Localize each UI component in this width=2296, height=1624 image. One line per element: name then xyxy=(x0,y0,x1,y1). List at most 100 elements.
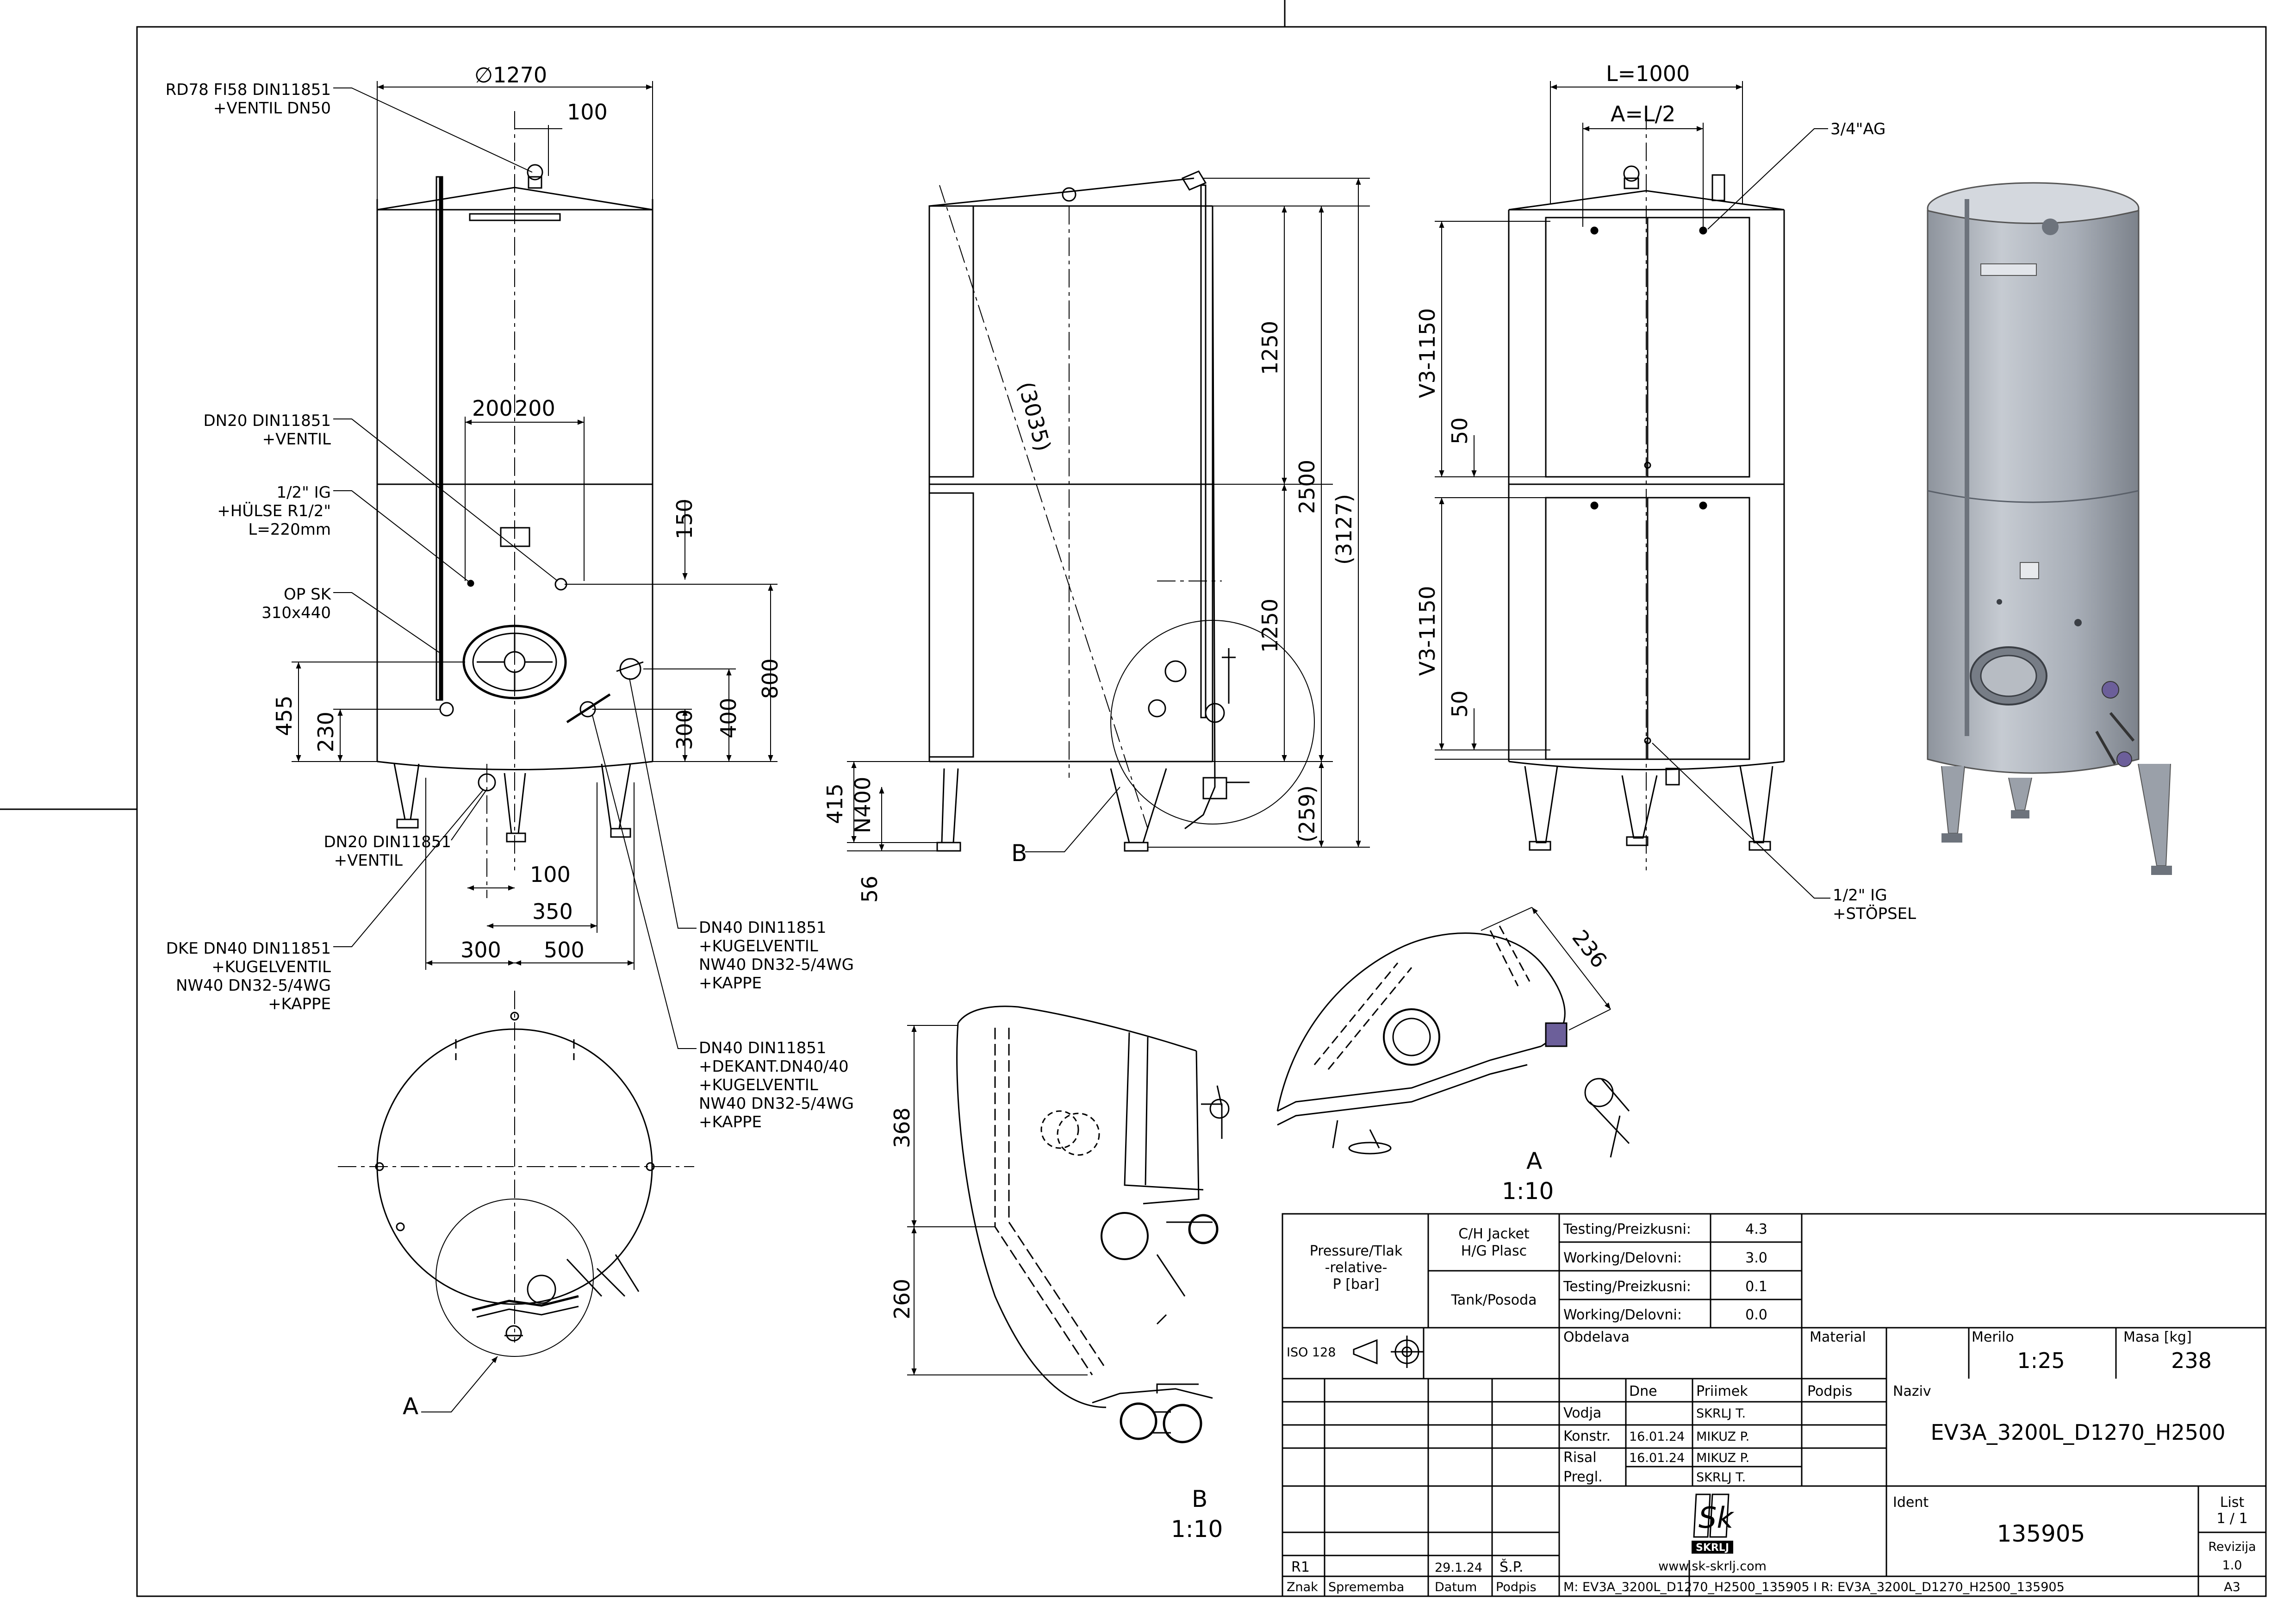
tb-tank: Tank/Posoda xyxy=(1450,1292,1537,1308)
tb-role-4: Pregl. xyxy=(1563,1469,1603,1485)
tb-obdelava-label: Obdelava xyxy=(1563,1329,1630,1345)
title-block-text: Pressure/Tlak -relative- P [bar] C/H Jac… xyxy=(1287,1221,2256,1594)
dim-2500: 2500 xyxy=(1294,460,1319,514)
dim-1250-upper: 1250 xyxy=(1257,321,1282,375)
tb-material-label: Material xyxy=(1810,1329,1866,1345)
tb-role-1: Vodja xyxy=(1563,1405,1601,1421)
dim-56: 56 xyxy=(857,875,882,903)
note-op-sk-line2: 310x440 xyxy=(261,604,331,622)
company-logo: Sk SKRLJ xyxy=(1692,1493,1734,1554)
note-op-sk-line1: OP SK xyxy=(284,585,332,604)
note-dn40-b-line3: +KUGELVENTIL xyxy=(699,1076,818,1094)
note-dn40-b-line2: +DEKANT.DN40/40 xyxy=(699,1057,849,1076)
tb-merilo-value: 1:25 xyxy=(2017,1348,2065,1373)
note-half-ig-line1: 1/2" IG xyxy=(276,483,331,502)
tb-row4-label: Working/Delovni: xyxy=(1563,1307,1682,1323)
tb-hdr-znak: Znak xyxy=(1287,1580,1318,1594)
tb-hdr-datum: Datum xyxy=(1435,1580,1477,1594)
detail-b xyxy=(956,1006,1230,1443)
tb-jacket-line2: H/G Plasc xyxy=(1461,1243,1527,1259)
tb-row2-label: Working/Delovni: xyxy=(1563,1250,1682,1266)
note-dke-line3: NW40 DN32-5/4WG xyxy=(176,976,331,995)
dim-1250-lower: 1250 xyxy=(1257,599,1282,653)
detail-a-dim-236: 236 xyxy=(1567,925,1612,973)
tb-date-3: 16.01.24 xyxy=(1629,1451,1685,1465)
tb-hdr-podpis2: Podpis xyxy=(1496,1580,1537,1594)
note-dn20-bottom-line2: +VENTIL xyxy=(334,851,403,870)
note-dn20-top-line1: DN20 DIN11851 xyxy=(204,412,331,430)
dim-3035: (3035) xyxy=(1013,379,1056,454)
tb-pressure-line2: -relative- xyxy=(1325,1260,1388,1276)
tb-list-label: List xyxy=(2220,1494,2245,1511)
tb-iso: ISO 128 xyxy=(1287,1345,1336,1360)
tb-hdr-dne: Dne xyxy=(1629,1383,1657,1399)
dim-v3-lower: V3-1150 xyxy=(1415,586,1440,676)
projection-symbol-icon xyxy=(1353,1336,1423,1368)
note-dn40-b-line1: DN40 DIN11851 xyxy=(699,1039,827,1057)
tb-row3-label: Testing/Preizkusni: xyxy=(1563,1279,1691,1295)
detail-a-label: A xyxy=(1526,1148,1542,1174)
tb-naziv-value: EV3A_3200L_D1270_H2500 xyxy=(1930,1420,2225,1445)
side-detail-label-b: B xyxy=(1011,840,1027,867)
note-dn20-top-line2: +VENTIL xyxy=(262,430,331,449)
detail-a-dims xyxy=(1481,907,1611,1031)
note-dn20-bottom-line1: DN20 DIN11851 xyxy=(324,833,452,851)
plan-view-leader xyxy=(421,1356,498,1412)
dim-455: 455 xyxy=(272,695,297,736)
side-view xyxy=(928,170,1315,852)
tank-3d-render xyxy=(1927,182,2172,875)
dim-800: 800 xyxy=(758,658,783,699)
note-ag: 3/4"AG xyxy=(1830,120,1885,138)
tb-merilo-label: Merilo xyxy=(1972,1329,2014,1345)
front-view-centerlines xyxy=(486,111,515,898)
plan-detail-label-a: A xyxy=(403,1393,418,1420)
detail-b-scale: 1:10 xyxy=(1171,1516,1223,1543)
front-view-dimension-labels: ∅1270 100 200 200 150 800 400 300 455 23… xyxy=(272,62,783,962)
dim-50-lower: 50 xyxy=(1447,690,1472,718)
tb-name-4: SKRLJ T. xyxy=(1696,1470,1746,1485)
side-view-centerlines xyxy=(939,185,1222,829)
tb-rev-date: 29.1.24 xyxy=(1435,1561,1482,1575)
logo-mark-text: Sk xyxy=(1699,1501,1734,1535)
tb-masa-value: 238 xyxy=(2171,1348,2212,1373)
tb-masa-label: Masa [kg] xyxy=(2123,1329,2192,1345)
tb-rev-sign: Š.P. xyxy=(1500,1558,1524,1575)
note-dke-line2: +KUGELVENTIL xyxy=(212,958,331,976)
side-view-dimension-labels: (3035) 1250 2500 (3127) 1250 (259) 415 N… xyxy=(822,321,1356,903)
dim-300-bottom: 300 xyxy=(460,937,501,962)
tb-hdr-sprememba: Sprememba xyxy=(1328,1580,1404,1594)
dim-100-top: 100 xyxy=(567,100,608,125)
title-block xyxy=(1282,1213,2267,1597)
detail-b-dim-260: 260 xyxy=(890,1279,915,1319)
dim-415: 415 xyxy=(822,783,847,824)
dim-500: 500 xyxy=(544,937,585,962)
tb-hdr-podpis: Podpis xyxy=(1807,1383,1852,1399)
dim-150: 150 xyxy=(672,499,697,539)
dim-200-left: 200 xyxy=(472,396,513,421)
jacket-view-dimensions xyxy=(1435,81,1830,899)
dim-3127: (3127) xyxy=(1332,494,1356,565)
dim-v3-upper: V3-1150 xyxy=(1415,308,1440,398)
note-dn40-a-line4: +KAPPE xyxy=(699,974,762,993)
detail-a-scale: 1:10 xyxy=(1502,1178,1554,1205)
dim-350: 350 xyxy=(532,899,573,924)
tb-name-2: MIKUZ P. xyxy=(1696,1430,1749,1444)
detail-b-label: B xyxy=(1192,1486,1207,1512)
front-view-leaders xyxy=(333,87,697,1049)
note-dn40-b-line5: +KAPPE xyxy=(699,1113,762,1131)
tb-format: A3 xyxy=(2224,1580,2240,1594)
tb-pressure-line1: Pressure/Tlak xyxy=(1310,1243,1403,1259)
side-view-dimensions xyxy=(847,178,1370,852)
note-dn40-a-line2: +KUGELVENTIL xyxy=(699,937,818,956)
tb-website: www.sk-skrlj.com xyxy=(1658,1559,1767,1574)
note-half-ig-line2: +HÜLSE R1/2" xyxy=(217,501,331,520)
dim-230: 230 xyxy=(313,712,338,752)
tb-row2-value: 3.0 xyxy=(1745,1250,1767,1266)
dim-100-bottom: 100 xyxy=(530,862,571,887)
front-view-notes: RD78 FI58 DIN11851 +VENTIL DN50 DN20 DIN… xyxy=(166,81,451,1013)
detail-a xyxy=(1276,925,1630,1158)
tb-rev-mark: R1 xyxy=(1291,1559,1310,1575)
detail-b-dim-368: 368 xyxy=(890,1107,915,1148)
tb-name-1: SKRLJ T. xyxy=(1696,1406,1746,1421)
